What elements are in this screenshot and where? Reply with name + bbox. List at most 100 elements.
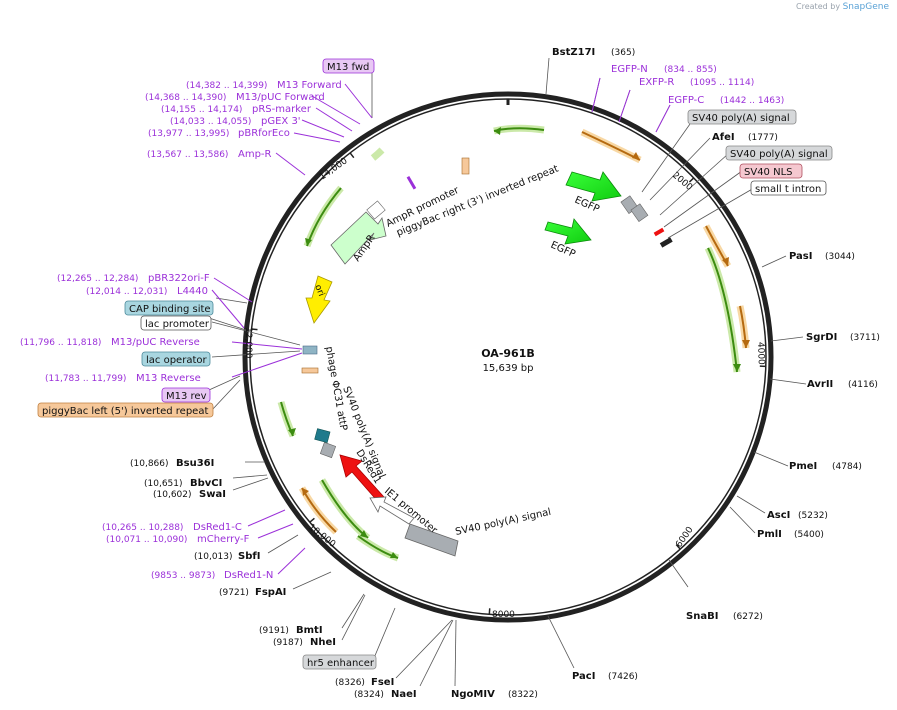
- enzyme-avrii: AvrII: [807, 379, 833, 390]
- dsred1-arrow: [339, 454, 385, 505]
- primer-prs-marker-range: (14,155 .. 14,174): [161, 105, 242, 115]
- tick-mark: [251, 328, 258, 331]
- enzyme-pmli-pos: (5400): [794, 530, 824, 540]
- primer-exfp-r-range: (1095 .. 1114): [690, 78, 754, 88]
- inner-feature-labels: EGFP EGFP AmpR promoter piggyBac right (…: [312, 163, 601, 537]
- primer-mark-1: [406, 175, 417, 190]
- primer-amp-r-range: (13,567 .. 13,586): [147, 150, 228, 160]
- primer-l4440-range: (12,014 .. 12,031): [86, 287, 167, 297]
- label-small-t-intron: small t intron: [755, 184, 821, 195]
- piggybac-left-block: [301, 367, 319, 374]
- boxed-feature-labels: M13 fwd SV40 poly(A) signal SV40 poly(A)…: [37, 58, 833, 670]
- ori-arrow: [305, 275, 333, 324]
- backbone-outer-strand: [242, 91, 774, 623]
- label-piggybac-left: piggyBac left (5') inverted repeat: [42, 406, 208, 417]
- enzyme-fsei-pos: (8326): [335, 678, 365, 688]
- primer-egfp-n-range: (834 .. 855): [664, 65, 717, 75]
- enzyme-asci-pos: (5232): [798, 511, 828, 521]
- label-sv40-nls: SV40 NLS: [744, 167, 793, 178]
- position-ticks: [251, 99, 766, 615]
- primer-amp-r: Amp-R: [238, 149, 272, 160]
- tick-8000: 8000: [492, 610, 515, 620]
- ampr-arrow: [330, 211, 387, 265]
- enzyme-pasi-pos: (3044): [825, 252, 855, 262]
- egfp-arrow-1: [565, 171, 622, 202]
- enzyme-snabi-pos: (6272): [733, 612, 763, 622]
- enzyme-pmli: PmlI: [757, 529, 782, 540]
- piggybac-right-block: [461, 157, 470, 175]
- primer-mcherry-f: mCherry-F: [197, 534, 250, 545]
- box-m13-fwd: [322, 58, 375, 74]
- watermark-prefix: Created by: [796, 2, 841, 11]
- primer-dsred1-c: DsRed1-C: [193, 522, 242, 533]
- enzyme-afei: AfeI: [712, 132, 735, 143]
- enzyme-sbfi-pos: (10,013): [194, 552, 233, 562]
- label-sv40-polya-1: SV40 poly(A) signal: [692, 113, 790, 124]
- enzyme-naei: NaeI: [391, 689, 417, 700]
- enzyme-bsu36i: Bsu36I: [176, 458, 214, 469]
- box-sv40-nls: [739, 163, 803, 179]
- sv40-nls-block: [653, 227, 665, 237]
- primer-m13-reverse: M13 Reverse: [136, 373, 201, 384]
- enzyme-bsu36i-pos: (10,866): [130, 459, 169, 469]
- enzyme-snabi: SnaBI: [686, 611, 718, 622]
- primer-m13puc-forward: M13/pUC Forward: [236, 92, 325, 103]
- plasmid-name: OA-961B: [481, 347, 534, 360]
- tick-12000: 12,000: [243, 327, 253, 359]
- label-ori: ori: [312, 283, 326, 298]
- enzyme-bmti-pos: (9191): [259, 626, 289, 636]
- label-sv40-polya-bottom: SV40 poly(A) signal: [454, 507, 552, 538]
- primer-pgex3: pGEX 3': [261, 116, 301, 127]
- orange-arc-heads: [302, 152, 750, 496]
- primer-pbr322ori-f-range: (12,265 .. 12,284): [57, 274, 138, 284]
- enzyme-pmei: PmeI: [789, 461, 817, 472]
- primer-pbr322ori-f: pBR322ori-F: [148, 273, 210, 284]
- primer-labels: EGFP-N (834 .. 855) EXFP-R (1095 .. 1114…: [20, 64, 784, 581]
- tick-mark: [349, 152, 355, 159]
- enzyme-pmei-pos: (4784): [832, 462, 862, 472]
- box-small-t-intron: [750, 180, 827, 196]
- enzyme-nhei-pos: (9187): [273, 638, 303, 648]
- snapgene-watermark: Created by SnapGene: [796, 2, 889, 12]
- misc-arc-heads: [288, 127, 741, 558]
- enzyme-sgrdi-pos: (3711): [850, 333, 880, 343]
- sv40-polya-bottom: [404, 523, 459, 557]
- label-m13-fwd: M13 fwd: [327, 62, 369, 73]
- enzyme-ngomiv-pos: (8322): [508, 690, 538, 700]
- enzyme-bbvci-pos: (10,651): [144, 479, 183, 489]
- plasmid-length: 15,639 bp: [483, 363, 534, 374]
- label-cap-binding-site: CAP binding site: [129, 304, 211, 315]
- box-sv40-polya-2: [725, 145, 833, 161]
- enzyme-fspai: FspAI: [255, 587, 286, 598]
- primer-m13-reverse-range: (11,783 .. 11,799): [45, 374, 126, 384]
- label-lac-operator: lac operator: [146, 355, 207, 366]
- primer-leaders: [211, 77, 671, 575]
- primer-dsred1-c-range: (10,265 .. 10,288): [102, 523, 183, 533]
- box-m13-rev: [161, 387, 211, 403]
- tick-mark: [309, 517, 315, 523]
- primer-pgex3-range: (14,033 .. 14,055): [170, 117, 251, 127]
- primer-egfp-c: EGFP-C: [668, 95, 704, 106]
- enzyme-asci: AscI: [767, 510, 790, 521]
- primer-m13-forward: M13 Forward: [277, 80, 342, 91]
- box-cap-binding-site: [124, 300, 214, 316]
- enzyme-bstz17i-pos: (365): [611, 48, 635, 58]
- enzyme-labels: BstZ17I (365) AfeI (1777) PasI (3044) Sg…: [130, 47, 880, 700]
- box-lac-promoter: [140, 315, 212, 331]
- enzyme-bstz17i: BstZ17I: [552, 47, 595, 58]
- primer-egfp-c-range: (1442 .. 1463): [720, 96, 784, 106]
- feature-arrows: [301, 157, 673, 557]
- enzyme-bmti: BmtI: [296, 625, 323, 636]
- watermark-name: SnapGene: [842, 2, 889, 12]
- box-hr5-enhancer: [302, 654, 377, 670]
- enzyme-paci: PacI: [572, 671, 595, 682]
- primer-mcherry-f-range: (10,071 .. 10,090): [106, 535, 187, 545]
- tick-4000: 4000: [755, 342, 766, 366]
- enzyme-swai: SwaI: [199, 489, 226, 500]
- enzyme-swai-pos: (10,602): [153, 490, 192, 500]
- lac-operator-block: [302, 345, 318, 355]
- ampr-promoter-block: [366, 200, 386, 220]
- box-lac-operator: [141, 351, 211, 367]
- box-piggybac-left: [37, 402, 214, 418]
